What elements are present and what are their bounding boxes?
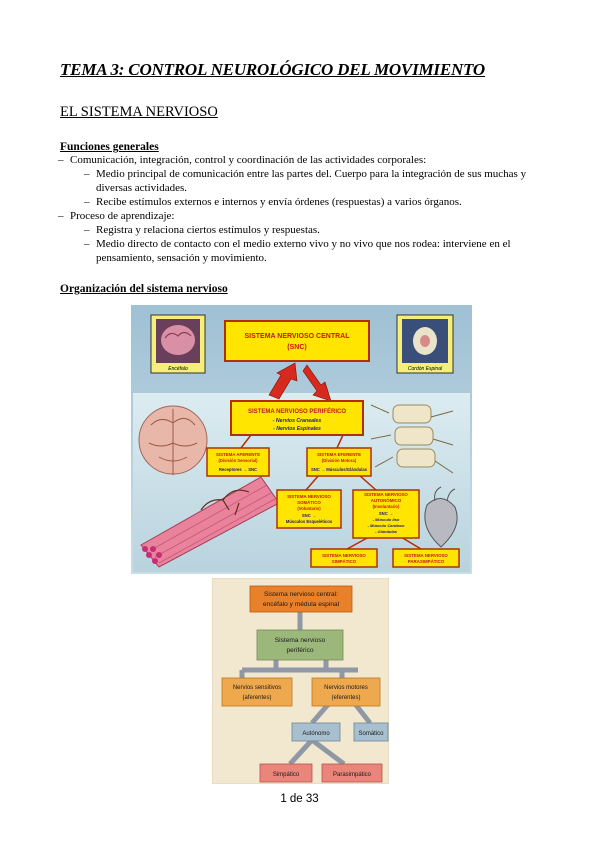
autonomico-desc: SNC → [379,511,393,516]
somatico-desc: SNC → [302,513,316,518]
autonomico-sub: (Involuntario) [373,504,400,509]
autonomo-box [291,722,341,742]
aferente-box [206,447,270,477]
list-item: Proceso de aprendizaje: Registra y relac… [56,209,546,265]
simpatico-label-2: SIMPÁTICO [332,559,357,564]
simpatico-box [310,548,378,568]
snp-box [230,400,364,436]
motores-label: Nervios motores [324,685,368,691]
eferente-label: SISTEMA EFERENTE [317,452,361,457]
nervous-system-flowchart: Sistema nervioso central: encéfalo y méd… [212,578,389,784]
snc-label: SISTEMA NERVIOSO CENTRAL [244,333,350,340]
aferente-sub: (División Sensorial) [218,458,258,463]
list-subitem: Registra y relaciona ciertos estímulos y… [82,223,546,237]
spine-illustration [370,404,454,474]
snp-label: SISTEMA NERVIOSO PERIFÉRICO [248,407,346,415]
page-number: 1 de 33 [280,793,319,805]
aferente-desc: Receptores → SNC [219,467,257,472]
section-title: EL SISTEMA NERVIOSO [60,104,218,120]
somatico-sub: (Voluntario) [297,506,321,511]
parasimpatico-label: SISTEMA NERVIOSO [404,553,448,558]
snc-abbrev: (SNC) [287,344,306,351]
somatico-box [353,722,389,742]
periferico-label: Sistema nervioso [275,637,326,644]
motores-label-2: (eferentes) [331,695,360,701]
snc-box [224,320,370,362]
autonomico-desc-4: - Glándulas [375,529,398,534]
parasimpatico-label-2: PARASIMPÁTICO [408,559,445,564]
central-label-2: encéfalo y médula espinal [263,601,340,608]
section-heading-organizacion: Organización del sistema nervioso [60,283,228,295]
heart-illustration [424,486,458,548]
simpatico-box [259,763,313,783]
somatico-box [276,489,342,529]
arrow-down-icon [302,364,332,402]
motores-box [311,677,381,707]
autonomico-desc-3: - Músculo Cardíaco [368,523,405,528]
muscle-fiber-illustration [140,476,280,568]
autonomico-label: SISTEMA NERVIOSO [364,492,408,497]
list-item: Comunicación, integración, control y coo… [56,153,546,209]
parasimpatico-box [392,548,460,568]
list-subitem: Medio directo de contacto con el medio e… [82,237,546,265]
somatico-label: SISTEMA NERVIOSO [287,494,331,499]
autonomico-label-2: AUTONÓMICO [371,498,402,503]
nervous-system-diagram: Encéfalo SISTEMA NERVIOSO CENTRAL (SNC) … [131,305,472,574]
periferico-label-2: periférico [286,647,313,654]
sensitivos-label: Nervios sensitivos [233,685,281,691]
aferente-label: SISTEMA AFERENTE [216,452,260,457]
snp-craneales: - Nervios Craneales [273,418,322,424]
parasimpatico-box [321,763,383,783]
autonomo-label: Autónomo [302,731,330,737]
section-heading-funciones: Funciones generales [60,141,159,153]
somatico-label: Somático [358,731,384,737]
list-subitem: Medio principal de comunicación entre la… [82,167,546,195]
periferico-box [256,629,344,661]
eferente-desc: SNC → Músculos/Glándulas [311,467,368,472]
central-box [249,585,353,613]
somatico-desc-2: Músculos Esqueléticos [286,519,333,524]
simpatico-label: Simpático [273,772,300,778]
somatico-label-2: SOMÁTICO [297,500,321,505]
functions-list: Comunicación, integración, control y coo… [56,153,546,265]
list-subitem: Recibe estímulos externos e internos y e… [82,195,546,209]
simpatico-label: SISTEMA NERVIOSO [322,553,366,558]
eferente-box [306,447,372,477]
sensitivos-label-2: (aferentes) [242,695,271,701]
sensitivos-box [221,677,293,707]
snp-espinales: - Nervios Espinales [273,426,321,432]
arrow-up-icon [268,362,298,400]
spinal-cord-label: Cordón Espinal [408,366,443,372]
autonomico-desc-2: - Músculo liso [373,517,400,522]
autonomico-box [352,489,420,539]
parasimpatico-label: Parasimpático [333,772,372,778]
page-title: TEMA 3: CONTROL NEUROLÓGICO DEL MOVIMIEN… [60,60,485,79]
eferente-sub: (División Motora) [322,458,357,463]
brain-label: Encéfalo [168,366,188,372]
central-label: Sistema nervioso central: [264,591,338,598]
